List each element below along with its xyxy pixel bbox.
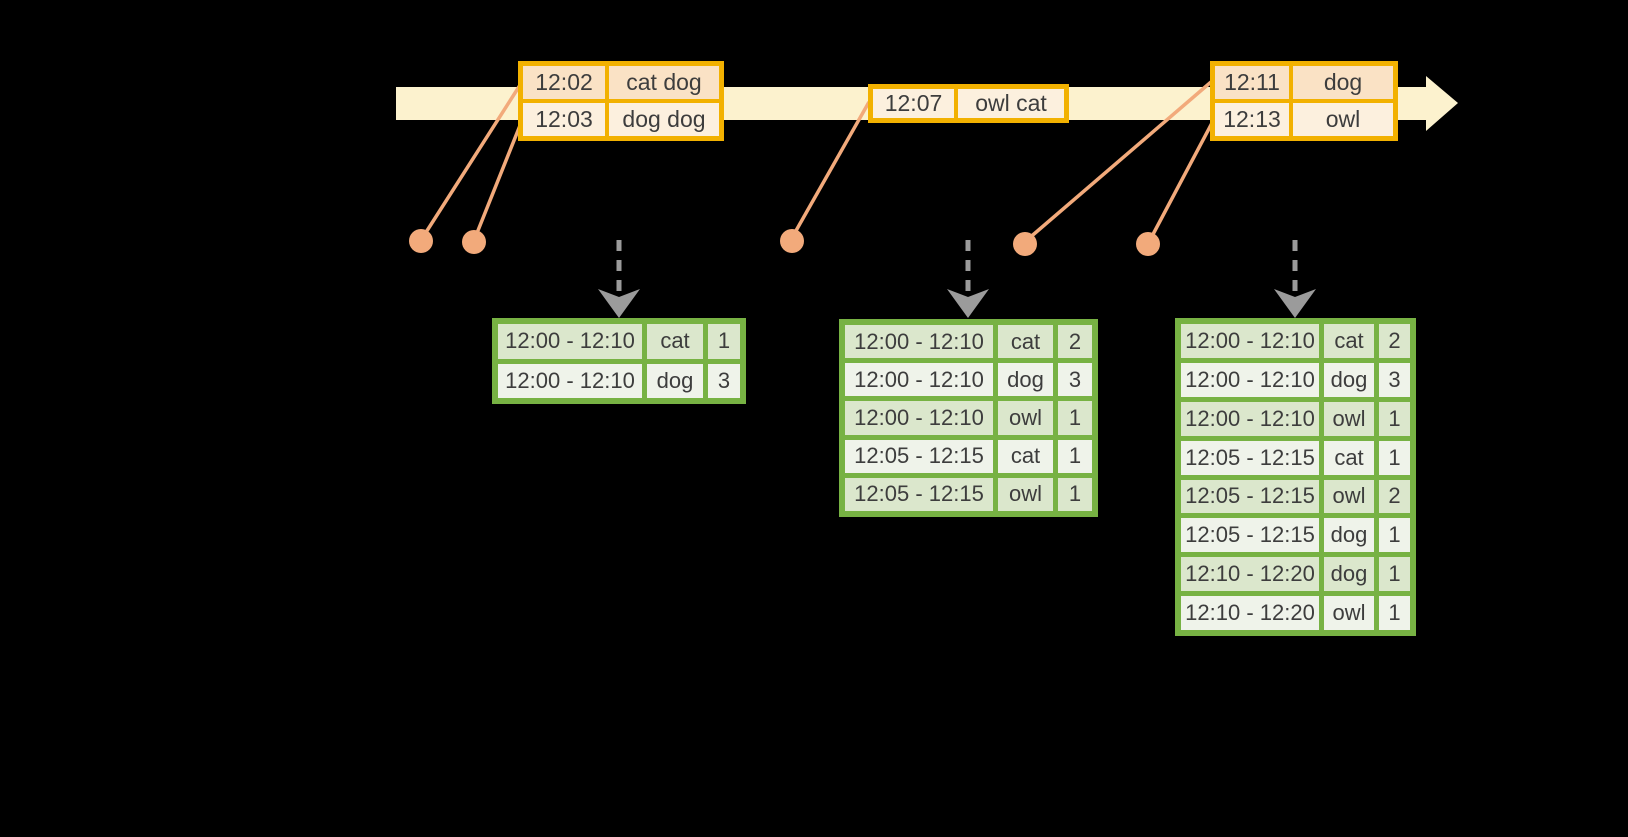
- connector-line: [473, 122, 523, 239]
- count-cell: 1: [1379, 440, 1410, 475]
- word-cell: dog: [1324, 557, 1374, 592]
- count-cell: 1: [1379, 596, 1410, 630]
- event-words-cell: owl cat: [958, 89, 1064, 118]
- window-cell: 12:05 - 12:15: [1181, 518, 1319, 553]
- event-table-3: 12:11 dog 12:13 owl: [1210, 61, 1398, 141]
- count-cell: 1: [1379, 518, 1410, 553]
- count-cell: 1: [708, 324, 740, 359]
- count-cell: 3: [1379, 362, 1410, 397]
- count-cell: 3: [708, 363, 740, 398]
- connector-line: [1025, 80, 1213, 242]
- word-cell: owl: [998, 401, 1053, 435]
- event-table-1: 12:02 cat dog 12:03 dog dog: [518, 61, 724, 141]
- window-cell: 12:00 - 12:10: [845, 401, 993, 435]
- window-cell: 12:05 - 12:15: [845, 477, 993, 511]
- word-cell: dog: [1324, 362, 1374, 397]
- event-words-cell: dog dog: [609, 103, 719, 136]
- result-table-3: 12:00 - 12:10 cat 2 12:00 - 12:10 dog 3 …: [1175, 318, 1416, 636]
- word-cell: cat: [998, 325, 1053, 359]
- window-cell: 12:05 - 12:15: [1181, 479, 1319, 514]
- down-arrowhead-icon: [598, 289, 640, 318]
- word-cell: cat: [998, 439, 1053, 473]
- count-cell: 1: [1058, 439, 1092, 473]
- word-cell: owl: [1324, 596, 1374, 630]
- count-cell: 3: [1058, 363, 1092, 397]
- window-cell: 12:00 - 12:10: [1181, 362, 1319, 397]
- word-cell: dog: [998, 363, 1053, 397]
- event-time-cell: 12:07: [873, 89, 954, 118]
- event-words-cell: owl: [1293, 103, 1393, 136]
- window-cell: 12:00 - 12:10: [845, 325, 993, 359]
- window-cell: 12:10 - 12:20: [1181, 596, 1319, 630]
- event-time-cell: 12:13: [1215, 103, 1289, 136]
- word-cell: owl: [1324, 401, 1374, 436]
- connector-line: [791, 101, 871, 237]
- down-arrowhead-icon: [1274, 289, 1316, 318]
- count-cell: 1: [1379, 401, 1410, 436]
- event-time-cell: 12:02: [523, 66, 605, 99]
- window-cell: 12:00 - 12:10: [1181, 324, 1319, 358]
- count-cell: 1: [1058, 477, 1092, 511]
- event-dot-icon: [409, 229, 433, 253]
- window-cell: 12:05 - 12:15: [845, 439, 993, 473]
- event-words-cell: cat dog: [609, 66, 719, 99]
- word-cell: dog: [1324, 518, 1374, 553]
- down-arrowhead-icon: [947, 289, 989, 318]
- event-words-cell: dog: [1293, 66, 1393, 99]
- count-cell: 2: [1379, 324, 1410, 358]
- connector-line: [421, 81, 524, 238]
- word-cell: cat: [1324, 440, 1374, 475]
- window-cell: 12:00 - 12:10: [498, 363, 642, 398]
- event-dot-icon: [1136, 232, 1160, 256]
- event-time-cell: 12:03: [523, 103, 605, 136]
- result-table-1: 12:00 - 12:10 cat 1 12:00 - 12:10 dog 3: [492, 318, 746, 404]
- event-dot-icon: [780, 229, 804, 253]
- count-cell: 1: [1379, 557, 1410, 592]
- count-cell: 2: [1379, 479, 1410, 514]
- event-dot-icon: [1013, 232, 1037, 256]
- connector-line: [1148, 122, 1214, 241]
- window-cell: 12:00 - 12:10: [498, 324, 642, 359]
- count-cell: 2: [1058, 325, 1092, 359]
- event-dot-icon: [462, 230, 486, 254]
- timeline-arrowhead-icon: [1426, 76, 1458, 131]
- window-cell: 12:00 - 12:10: [1181, 401, 1319, 436]
- event-time-cell: 12:11: [1215, 66, 1289, 99]
- event-table-2: 12:07 owl cat: [868, 84, 1069, 123]
- word-cell: cat: [647, 324, 703, 359]
- window-cell: 12:00 - 12:10: [845, 363, 993, 397]
- window-cell: 12:05 - 12:15: [1181, 440, 1319, 475]
- word-cell: dog: [647, 363, 703, 398]
- window-cell: 12:10 - 12:20: [1181, 557, 1319, 592]
- result-table-2: 12:00 - 12:10 cat 2 12:00 - 12:10 dog 3 …: [839, 319, 1098, 517]
- word-cell: owl: [998, 477, 1053, 511]
- count-cell: 1: [1058, 401, 1092, 435]
- word-cell: owl: [1324, 479, 1374, 514]
- word-cell: cat: [1324, 324, 1374, 358]
